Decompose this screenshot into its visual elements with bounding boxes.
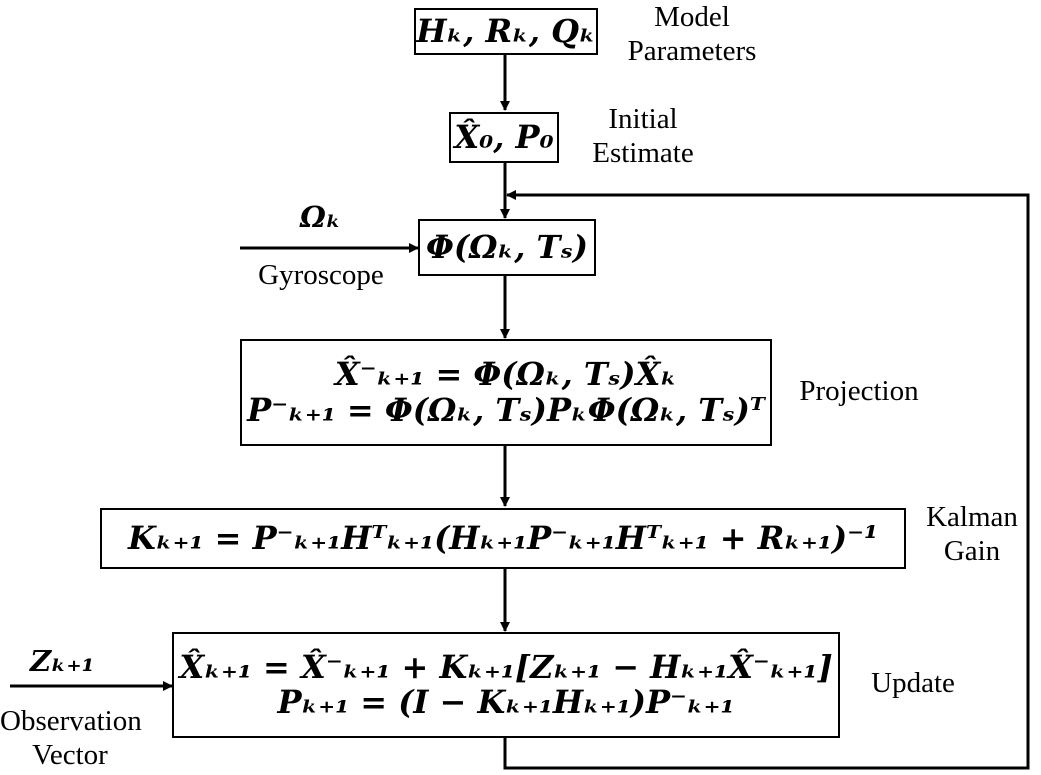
state-transition-box: Φ(Ωₖ, Tₛ) xyxy=(418,219,596,276)
model-parameters-formula: Hₖ, Rₖ, Qₖ xyxy=(416,11,596,50)
projection-covariance-formula: P⁻ₖ₊₁ = Φ(Ωₖ, Tₛ)PₖΦ(Ωₖ, Tₛ)ᵀ xyxy=(247,390,765,429)
initial-estimate-label-line1: Initial xyxy=(608,103,678,135)
projection-state-formula: X̂⁻ₖ₊₁ = Φ(Ωₖ, Tₛ)X̂ₖ xyxy=(334,355,678,394)
omega-input-symbol: Ωₖ xyxy=(300,200,341,234)
projection-label: Projection xyxy=(784,374,934,408)
update-label: Update xyxy=(858,666,968,700)
observation-input-symbol: Zₖ₊₁ xyxy=(30,644,95,678)
kalman-gain-formula: Kₖ₊₁ = P⁻ₖ₊₁Hᵀₖ₊₁(Hₖ₊₁P⁻ₖ₊₁Hᵀₖ₊₁ + Rₖ₊₁)… xyxy=(128,518,878,557)
model-parameters-box: Hₖ, Rₖ, Qₖ xyxy=(414,8,598,55)
observation-vector-label-line1: Observation xyxy=(0,705,142,737)
initial-estimate-formula: X̂₀, P₀ xyxy=(454,117,554,156)
update-covariance-formula: Pₖ₊₁ = (I − Kₖ₊₁Hₖ₊₁)P⁻ₖ₊₁ xyxy=(277,683,735,721)
kalman-gain-box: Kₖ₊₁ = P⁻ₖ₊₁Hᵀₖ₊₁(Hₖ₊₁P⁻ₖ₊₁Hᵀₖ₊₁ + Rₖ₊₁)… xyxy=(100,508,906,569)
kalman-gain-label-line2: Gain xyxy=(943,535,1001,567)
update-box: X̂ₖ₊₁ = X̂⁻ₖ₊₁ + Kₖ₊₁[Zₖ₊₁ − Hₖ₊₁X̂⁻ₖ₊₁]… xyxy=(172,632,840,738)
model-parameters-label: Model Parameters xyxy=(612,0,772,68)
initial-estimate-label-line2: Estimate xyxy=(592,137,694,169)
projection-box: X̂⁻ₖ₊₁ = Φ(Ωₖ, Tₛ)X̂ₖ P⁻ₖ₊₁ = Φ(Ωₖ, Tₛ)P… xyxy=(240,339,772,446)
observation-vector-label: Observation Vector xyxy=(0,704,142,772)
feedback-loop-line xyxy=(503,190,1030,770)
gyroscope-label-text: Gyroscope xyxy=(258,259,384,291)
projection-label-text: Projection xyxy=(799,375,919,407)
initial-estimate-box: X̂₀, P₀ xyxy=(449,112,559,163)
model-parameters-label-line1: Model xyxy=(654,1,730,33)
update-label-text: Update xyxy=(871,667,955,699)
initial-estimate-label: Initial Estimate xyxy=(578,102,708,170)
model-parameters-label-line2: Parameters xyxy=(627,35,757,67)
observation-vector-label-line2: Vector xyxy=(32,739,108,771)
update-state-formula: X̂ₖ₊₁ = X̂⁻ₖ₊₁ + Kₖ₊₁[Zₖ₊₁ − Hₖ₊₁X̂⁻ₖ₊₁] xyxy=(179,647,833,686)
gyroscope-label: Gyroscope xyxy=(236,258,406,292)
state-transition-formula: Φ(Ωₖ, Tₛ) xyxy=(425,227,589,266)
kalman-gain-label-line1: Kalman xyxy=(926,501,1018,533)
kalman-gain-label: Kalman Gain xyxy=(912,500,1032,568)
